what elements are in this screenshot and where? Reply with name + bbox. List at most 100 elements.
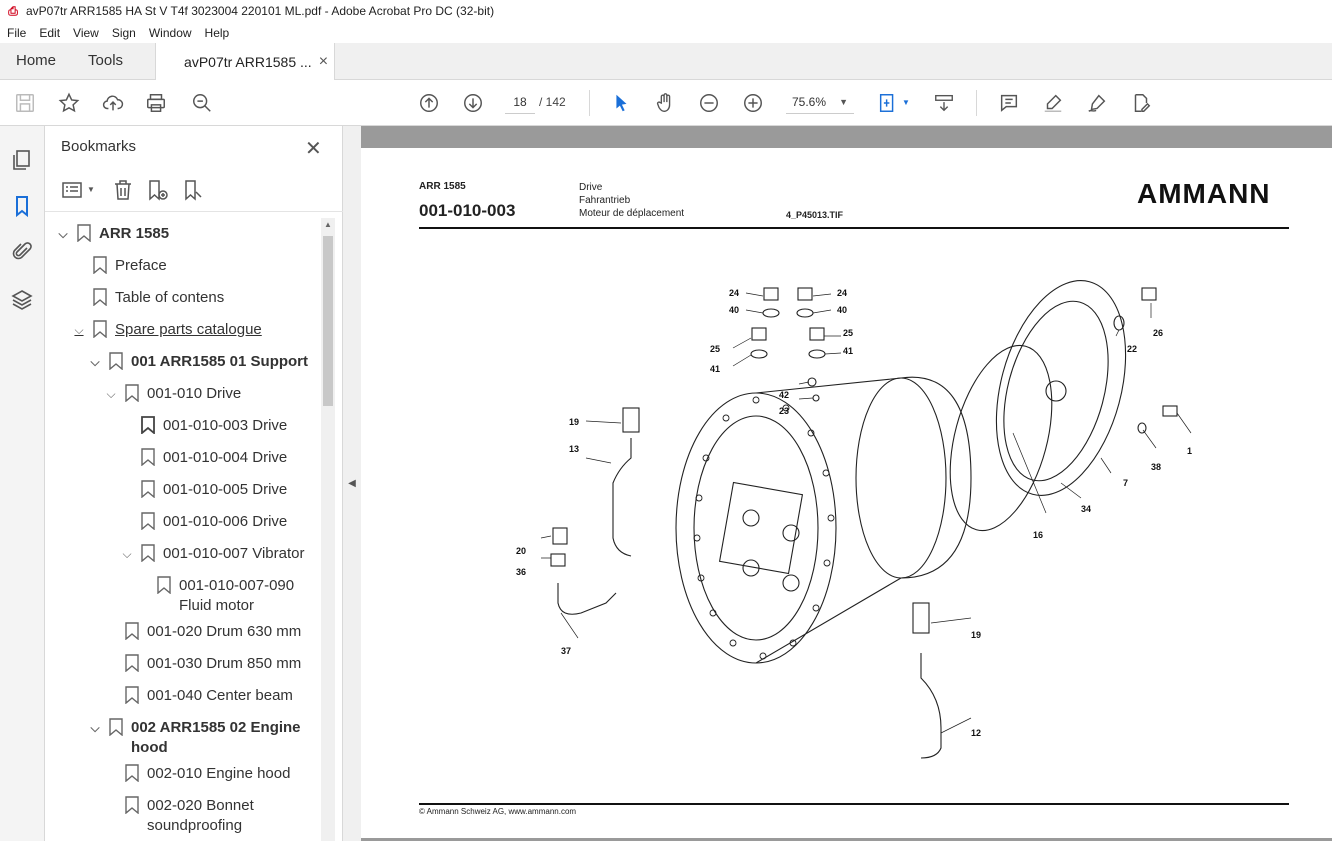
svg-text:20: 20 <box>516 546 526 556</box>
attachment-icon[interactable] <box>10 240 34 264</box>
scroll-up-arrow-icon[interactable]: ▲ <box>324 220 332 229</box>
bookmark-002-010-engine-hood[interactable]: 002-010 Engine hood <box>125 764 290 784</box>
chevron-down-icon[interactable]: ⌵ <box>90 355 100 369</box>
page-up-icon[interactable] <box>417 91 441 115</box>
select-cursor-icon[interactable] <box>609 91 633 115</box>
bookmark-icon <box>141 544 155 562</box>
page-down-icon[interactable] <box>461 91 485 115</box>
chevron-down-icon[interactable]: ⌵ <box>74 323 84 337</box>
tab-document[interactable]: avP07tr ARR1585 ... × <box>155 43 336 80</box>
print-icon[interactable] <box>144 91 168 115</box>
bookmark-preface[interactable]: Preface <box>93 256 167 276</box>
tab-close-button[interactable]: × <box>318 52 329 70</box>
bookmark-icon <box>125 384 139 402</box>
bookmark-icon <box>141 416 155 434</box>
bookmark-panel-icon[interactable] <box>10 194 34 218</box>
chevron-down-icon[interactable]: ⌵ <box>58 227 68 241</box>
pdf-app-icon: ⎙ <box>8 4 18 18</box>
left-navigation-rail <box>0 126 45 841</box>
draw-sign-icon[interactable] <box>1085 91 1109 115</box>
fit-page-icon[interactable] <box>876 91 900 115</box>
menu-window[interactable]: Window <box>148 25 192 40</box>
delete-bookmark-icon[interactable] <box>111 178 135 202</box>
zoom-out-icon[interactable] <box>697 91 721 115</box>
bookmarks-close-button[interactable]: ✕ <box>305 138 322 160</box>
svg-text:42: 42 <box>779 390 789 400</box>
bookmark-icon <box>157 576 171 594</box>
options-chevron-icon[interactable]: ▼ <box>87 185 95 194</box>
chevron-down-icon[interactable]: ⌵ <box>90 721 100 735</box>
toolbar-divider <box>589 90 590 116</box>
bookmark-001-010-003-drive[interactable]: 001-010-003 Drive <box>141 416 287 436</box>
footer-rule <box>419 803 1289 805</box>
bookmark-spare-parts-catalogue[interactable]: ⌵ Spare parts catalogue <box>71 320 262 340</box>
bookmark-arr-1585[interactable]: ⌵ ARR 1585 <box>55 224 169 244</box>
save-icon[interactable] <box>13 91 37 115</box>
bookmark-001-040-center-beam[interactable]: 001-040 Center beam <box>125 686 293 706</box>
tab-tools[interactable]: Tools <box>88 52 124 69</box>
hand-tool-icon[interactable] <box>653 91 677 115</box>
pages-thumbnail-icon[interactable] <box>10 148 34 172</box>
star-icon[interactable] <box>57 91 81 115</box>
bookmark-table-of-contents[interactable]: Table of contens <box>93 288 224 308</box>
bookmark-icon <box>109 718 123 736</box>
bookmark-001-020-drum-630[interactable]: 001-020 Drum 630 mm <box>125 622 301 642</box>
bookmark-options-icon[interactable] <box>61 178 85 202</box>
svg-text:36: 36 <box>516 567 526 577</box>
bookmark-icon <box>93 256 107 274</box>
bookmark-icon <box>109 352 123 370</box>
svg-text:34: 34 <box>1081 504 1091 514</box>
pdf-page: ARR 1585 001-010-003 Drive Fahrantrieb M… <box>361 148 1332 838</box>
zoom-level-select[interactable]: 75.6% ▼ <box>786 90 854 114</box>
bookmark-001-support[interactable]: ⌵ 001 ARR1585 01 Support <box>87 352 308 372</box>
svg-text:40: 40 <box>729 305 739 315</box>
bookmark-icon <box>93 288 107 306</box>
title-bar: ⎙ avP07tr ARR1585 HA St V T4f 3023004 22… <box>0 0 1332 22</box>
tab-home[interactable]: Home <box>16 52 57 69</box>
bookmarks-scrollbar[interactable]: ▲ <box>321 218 335 841</box>
svg-text:12: 12 <box>971 728 981 738</box>
comment-icon[interactable] <box>997 91 1021 115</box>
chevron-down-icon[interactable]: ⌵ <box>106 387 116 401</box>
zoom-in-icon[interactable] <box>741 91 765 115</box>
edit-document-icon[interactable] <box>1129 91 1153 115</box>
highlight-pen-icon[interactable] <box>1041 91 1065 115</box>
menu-file[interactable]: File <box>7 25 27 40</box>
bookmark-icon <box>125 686 139 704</box>
new-bookmark-icon[interactable] <box>145 178 169 202</box>
cloud-upload-icon[interactable] <box>101 91 125 115</box>
scroll-mode-icon[interactable] <box>932 91 956 115</box>
bookmark-001-010-005-drive[interactable]: 001-010-005 Drive <box>141 480 287 500</box>
bookmark-001-010-007-vibrator[interactable]: ⌵ 001-010-007 Vibrator <box>119 544 305 564</box>
chevron-down-icon[interactable]: ⌵ <box>122 547 132 561</box>
menu-view[interactable]: View <box>73 25 99 40</box>
ammann-logo: AMMANN <box>1137 178 1271 209</box>
svg-text:1: 1 <box>1187 446 1192 456</box>
bookmark-001-030-drum-850[interactable]: 001-030 Drum 850 mm <box>125 654 301 674</box>
doc-footer: © Ammann Schweiz AG, www.ammann.com <box>419 807 577 816</box>
bookmark-001-010-004-drive[interactable]: 001-010-004 Drive <box>141 448 287 468</box>
panel-collapse-handle[interactable]: ◀ <box>343 126 361 841</box>
bookmarks-toolbar: ▼ <box>45 168 343 212</box>
bookmark-001-010-006-drive[interactable]: 001-010-006 Drive <box>141 512 287 532</box>
page-number-input[interactable]: 18 <box>505 90 535 114</box>
document-viewport[interactable]: ARR 1585 001-010-003 Drive Fahrantrieb M… <box>361 126 1332 841</box>
find-bookmark-icon[interactable] <box>181 178 205 202</box>
fit-dropdown-chevron-icon[interactable]: ▼ <box>902 98 910 107</box>
doc-part-code: 001-010-003 <box>419 201 516 220</box>
svg-text:40: 40 <box>837 305 847 315</box>
doc-file-name: 4_P45013.TIF <box>786 210 844 220</box>
menu-help[interactable]: Help <box>204 25 230 40</box>
bookmark-icon <box>125 654 139 672</box>
chevron-left-icon[interactable]: ◀ <box>348 478 356 489</box>
zoom-search-icon[interactable] <box>190 91 214 115</box>
menu-sign[interactable]: Sign <box>111 25 136 40</box>
svg-text:7: 7 <box>1123 478 1128 488</box>
menu-edit[interactable]: Edit <box>39 25 61 40</box>
layers-icon[interactable] <box>10 288 34 312</box>
scrollbar-thumb[interactable] <box>323 236 333 406</box>
bookmark-001-010-drive[interactable]: ⌵ 001-010 Drive <box>103 384 241 404</box>
